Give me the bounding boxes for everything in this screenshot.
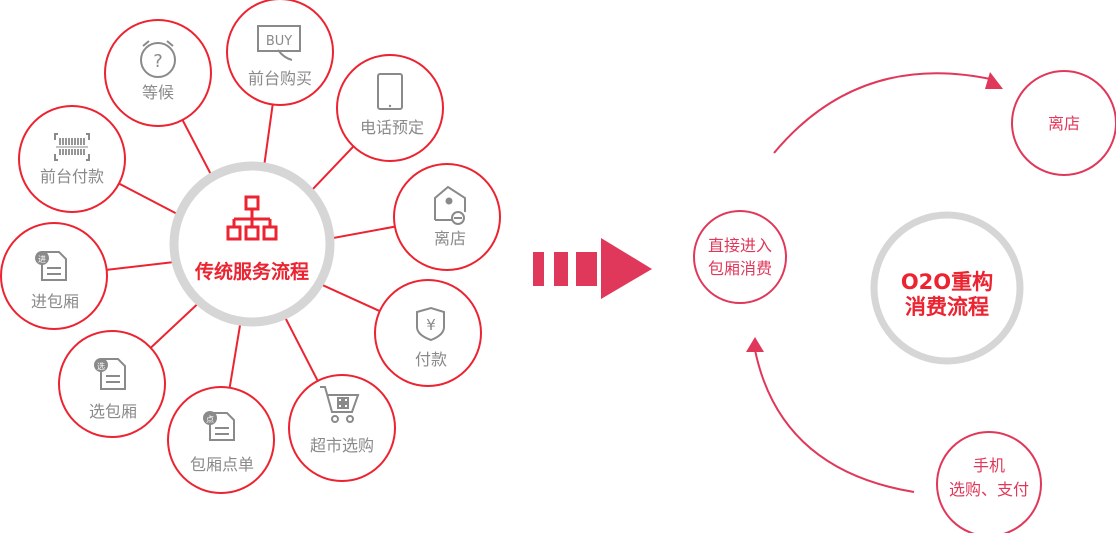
traditional-center: 传统服务流程 [169, 161, 335, 327]
node-enter-room: 进 进包厢 [0, 222, 108, 330]
transition-arrow-icon [533, 238, 652, 299]
document-icon: 进 [35, 251, 67, 281]
buy-screen-icon: BUY [257, 25, 301, 61]
node-enter-room-direct: 直接进入 包厢消费 [693, 210, 787, 304]
node-label: 付款 [415, 350, 447, 369]
arrowhead-icon [985, 72, 1003, 89]
svg-text:BUY: BUY [266, 34, 292, 49]
node-label: 包厢消费 [708, 259, 772, 278]
node-phone-booking: 电话预定 [336, 54, 444, 162]
node-supermarket: 超市选购 [288, 374, 396, 482]
node-leave-store: 离店 [393, 163, 501, 271]
shopping-cart-icon [320, 386, 360, 423]
node-front-desk-pay: 前台付款 [18, 105, 126, 213]
alarm-question-icon: ? [140, 40, 176, 78]
node-mobile-purchase: 手机 选购、支付 [936, 431, 1042, 533]
flow-arc-bottom [746, 337, 915, 493]
node-label: 离店 [1048, 114, 1080, 133]
node-label: 直接进入 [708, 236, 772, 255]
org-chart-icon [226, 195, 278, 241]
node-label: 进包厢 [31, 292, 79, 311]
traditional-title: 传统服务流程 [194, 260, 309, 283]
node-label: 电话预定 [360, 118, 424, 137]
svg-text:点: 点 [206, 415, 214, 424]
node-select-room: 选 选包厢 [58, 330, 166, 438]
o2o-title-line1: O2O重构 [901, 270, 993, 294]
node-payment: ¥ 付款 [374, 279, 482, 387]
node-label: 前台购买 [248, 69, 312, 88]
node-label: 选购、支付 [949, 480, 1029, 499]
node-label: 离店 [434, 229, 466, 248]
document-icon: 点 [203, 411, 235, 441]
node-label: 前台付款 [40, 167, 104, 186]
svg-text:选: 选 [97, 361, 105, 371]
phone-icon [377, 73, 403, 110]
node-label: 手机 [973, 456, 1005, 475]
node-front-desk-buy: BUY 前台购买 [226, 0, 334, 106]
barcode-icon [54, 133, 90, 161]
node-label: 等候 [142, 83, 174, 102]
node-o2o-leave: 离店 [1011, 70, 1116, 176]
node-label: 包厢点单 [190, 455, 254, 474]
arrowhead-icon [746, 337, 764, 352]
o2o-center: O2O重构 消费流程 [870, 211, 1024, 365]
node-waiting: ? 等候 [104, 19, 212, 127]
document-icon: 选 [94, 358, 126, 390]
yen-shield-icon: ¥ [416, 306, 445, 342]
node-label: 选包厢 [89, 402, 137, 421]
home-exit-icon [434, 185, 466, 225]
svg-text:¥: ¥ [426, 316, 436, 334]
svg-text:进: 进 [38, 255, 46, 264]
node-label: 超市选购 [310, 436, 374, 455]
flow-arc-top [773, 72, 1003, 154]
svg-text:?: ? [153, 51, 163, 72]
o2o-title-line2: 消费流程 [905, 295, 989, 319]
node-room-order: 点 包厢点单 [167, 386, 275, 494]
